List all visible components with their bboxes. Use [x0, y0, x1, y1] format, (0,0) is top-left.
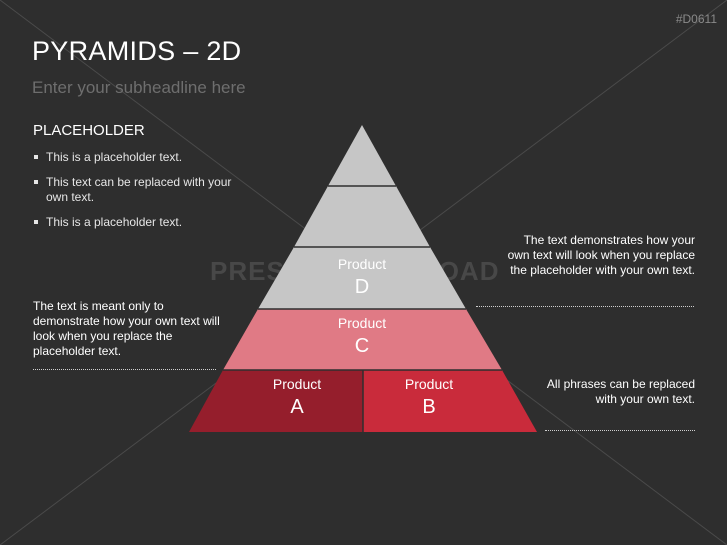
pyramid-tier-product-a	[189, 370, 363, 432]
slide-title: PYRAMIDS – 2D	[32, 36, 242, 66]
product-a-letter: A	[290, 396, 304, 418]
product-d-word: Product	[337, 256, 387, 272]
slide-code: #D0611	[675, 12, 717, 26]
placeholder-bullet-list: This is a placeholder text. This text ca…	[33, 150, 233, 240]
product-c-letter: C	[354, 335, 370, 357]
slide-subtitle: Enter your subheadline here	[32, 78, 246, 97]
product-c-word: Product	[337, 315, 387, 331]
pyramid-tier-product-c	[223, 309, 502, 370]
note-right-top: The text demonstrates how your own text …	[507, 233, 695, 277]
bullet-item: This is a placeholder text.	[33, 150, 233, 165]
product-a-word: Product	[272, 376, 322, 392]
product-d-label: Product D	[312, 256, 412, 299]
product-c-label: Product C	[312, 315, 412, 358]
product-d-letter: D	[354, 276, 370, 298]
product-a-label: Product A	[247, 376, 347, 419]
note-right-top-dotted-line	[476, 306, 694, 307]
product-b-word: Product	[404, 376, 454, 392]
pyramid-tier-second	[294, 186, 430, 247]
note-left: The text is meant only to demonstrate ho…	[33, 299, 220, 358]
pyramid-tier-product-b	[363, 370, 537, 432]
pyramid-tier-product-d	[258, 247, 466, 309]
bullet-item: This text can be replaced with your own …	[33, 175, 233, 205]
note-left-dotted-line	[33, 369, 216, 370]
product-b-label: Product B	[379, 376, 479, 419]
bullet-item: This is a placeholder text.	[33, 215, 233, 230]
product-b-letter: B	[422, 396, 436, 418]
note-right-bottom-dotted-line	[545, 430, 695, 431]
placeholder-heading: PLACEHOLDER	[33, 122, 145, 139]
note-right-bottom: All phrases can be replaced with your ow…	[546, 377, 695, 406]
pyramid-tier-top	[328, 125, 396, 186]
